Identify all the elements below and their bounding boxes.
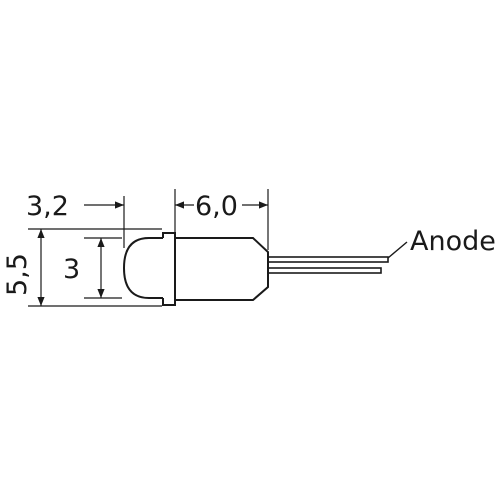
dim-label-lens-width: 3,2 (26, 191, 69, 222)
lead-anode (267, 256, 389, 263)
anode-leader-line (387, 241, 408, 259)
led-dome-lens (122, 237, 163, 299)
led-leads (267, 241, 408, 274)
dim-label-lens-height: 3 (63, 254, 80, 285)
led-flange (162, 232, 176, 306)
led-cylinder-body (174, 237, 269, 301)
dim-label-overall-height: 5,5 (2, 253, 33, 296)
dimension-lines (37, 201, 268, 306)
lead-cathode (267, 267, 382, 274)
dim-label-body-length: 6,0 (195, 191, 238, 222)
anode-label: Anode (410, 226, 496, 257)
led-body (122, 232, 269, 306)
